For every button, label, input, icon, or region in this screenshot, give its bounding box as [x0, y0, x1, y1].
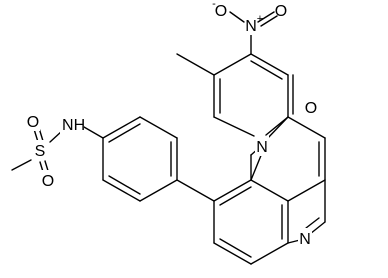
sulfur-atom: S: [33, 140, 47, 160]
bond-bz-1: [213, 179, 252, 202]
bond-ph-inner-1: [108, 123, 141, 143]
bond-py-1: [287, 179, 326, 202]
nitro-oxygen: O: [274, 0, 288, 20]
nitro-nitrogen-label: N: [245, 18, 257, 35]
bond-ph-4: [139, 179, 178, 202]
sulfonamide-nh: NH: [60, 114, 85, 134]
nitro-nitrogen-charge: +: [257, 13, 263, 25]
ring-nitrogen-label: N: [256, 139, 268, 156]
sulfonyl-oxygen-bottom: O: [41, 170, 55, 190]
bond-nitro-o-b: [260, 15, 278, 27]
sulfonyl-oxygen-top: O: [26, 111, 40, 131]
sulfur-label: S: [35, 143, 46, 160]
bond-tl-methyl: [176, 53, 215, 76]
bond-py-3: [309, 221, 326, 235]
bond-nitro-o-a: [257, 11, 275, 23]
bond-ph-1: [102, 116, 141, 139]
bond-tl-4: [250, 53, 289, 76]
bond-ring-n-down: [250, 152, 263, 181]
quinoline-nitrogen-label: N: [299, 231, 311, 248]
keto-oxygen: O: [304, 97, 318, 117]
bond-bz-inner-1: [219, 186, 252, 206]
bond-nh-phenyl: [83, 126, 104, 139]
bond-bz-2: [250, 179, 289, 202]
nitro-bonds: [229, 11, 278, 27]
bond-bz-5: [213, 242, 252, 265]
nitro-oxygen-label: O: [275, 3, 287, 20]
bond-pd-3: [287, 116, 326, 139]
bond-nitro-o-minus: [229, 11, 245, 23]
sulfonyl-oxygen-top-label: O: [27, 114, 39, 131]
bond-n-tolyl: [265, 116, 289, 141]
bond-lines: [11, 32, 326, 265]
sulfonyl-oxygen-bottom-label: O: [42, 173, 54, 190]
nh-nitrogen-label: N: [62, 117, 74, 134]
nitro-nitrogen: N +: [244, 13, 264, 35]
bond-s-o-top-a: [33, 128, 39, 143]
bond-methyl-s: [11, 159, 32, 171]
bond-bz-4: [250, 242, 289, 265]
nitro-oxygen-minus: O -: [211, 0, 231, 20]
quinoline-nitrogen: N: [298, 228, 312, 248]
bond-ph-inner-3: [108, 175, 141, 195]
bond-ph-2: [139, 116, 178, 139]
bond-tl-inner-2: [250, 60, 283, 80]
bond-py-inner: [305, 217, 320, 229]
ring-nitrogen: N: [255, 136, 269, 156]
bond-tl-3: [213, 53, 252, 76]
bond-ph-5: [102, 179, 141, 202]
svg-text:NH: NH: [62, 117, 85, 134]
bond-tl-1: [213, 116, 255, 137]
bond-bz-inner-3: [219, 238, 252, 258]
keto-oxygen-label: O: [305, 100, 317, 117]
nitro-oxygen-minus-label: O: [215, 3, 227, 20]
bond-ph-benzo: [176, 179, 215, 202]
nh-hydrogen-label: H: [74, 117, 86, 134]
atom-labels: S O O NH N O N N +: [26, 0, 318, 248]
nitro-oxygen-minus-charge: -: [212, 0, 216, 10]
